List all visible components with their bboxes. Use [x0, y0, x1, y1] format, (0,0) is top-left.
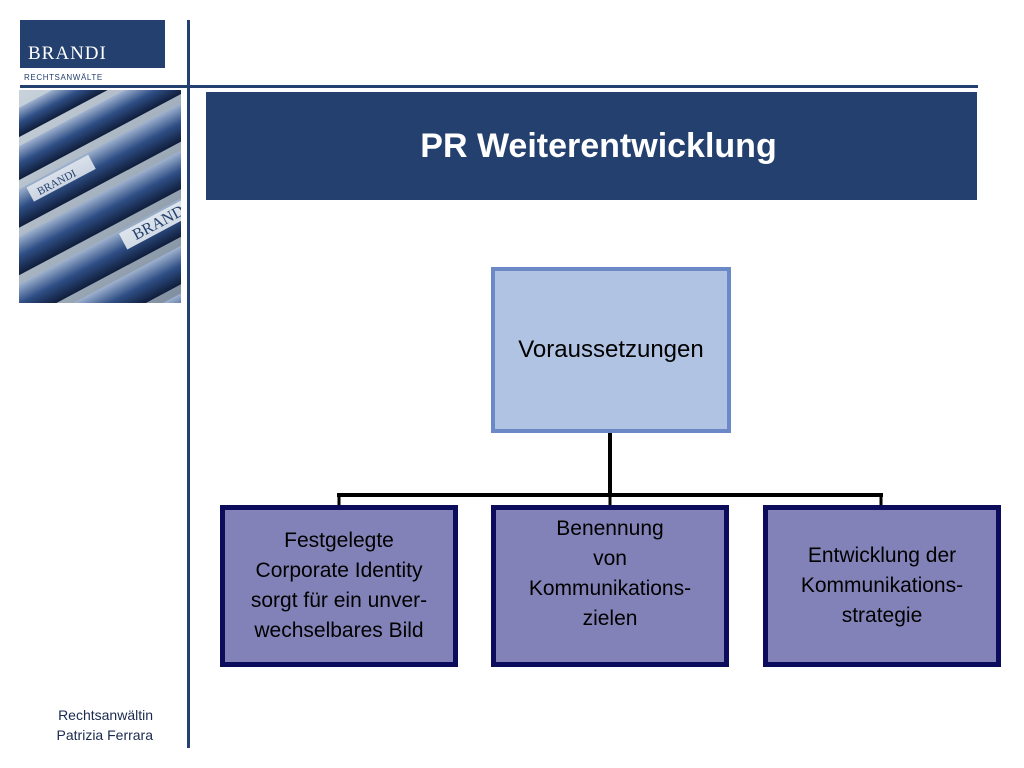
brand-photo: BRANDI BRANDI [19, 90, 181, 303]
diagram-root-label: Voraussetzungen [518, 336, 704, 363]
diagram-child-node: Entwicklung der Kommunikations- strategi… [763, 505, 1001, 667]
node-line: Kommunikations- [800, 574, 964, 597]
node-line: Festgelegte [284, 529, 394, 552]
node-line: wechselbares Bild [254, 619, 424, 642]
node-line: Entwicklung der [807, 544, 957, 567]
brand-logo-subtitle: RECHTSANWÄLTE [24, 73, 103, 82]
node-line: strategie [841, 604, 923, 627]
brand-logo: BRANDI [20, 20, 165, 68]
presenter-credit: Rechtsanwältin Patrizia Ferrara [57, 705, 153, 745]
node-line: Corporate Identity [255, 559, 423, 582]
node-line: sorgt für ein unver- [250, 589, 428, 612]
title-banner: PR Weiterentwicklung [206, 92, 977, 200]
node-line: von [593, 547, 627, 570]
diagram-child-node: Benennung von Kommunikations- zielen [491, 505, 729, 667]
slide-title: PR Weiterentwicklung [420, 126, 777, 165]
node-line: Benennung [556, 517, 664, 540]
node-line: zielen [582, 607, 638, 630]
node-line: Kommunikations- [528, 577, 692, 600]
brand-logo-name: BRANDI [28, 43, 107, 64]
diagram-root-node: Voraussetzungen [491, 267, 731, 433]
presenter-name: Patrizia Ferrara [56, 727, 153, 743]
vertical-divider [187, 20, 190, 748]
diagram-child-node: Festgelegte Corporate Identity sorgt für… [220, 505, 458, 667]
horizontal-divider [20, 85, 978, 88]
presenter-role: Rechtsanwältin [58, 707, 153, 723]
